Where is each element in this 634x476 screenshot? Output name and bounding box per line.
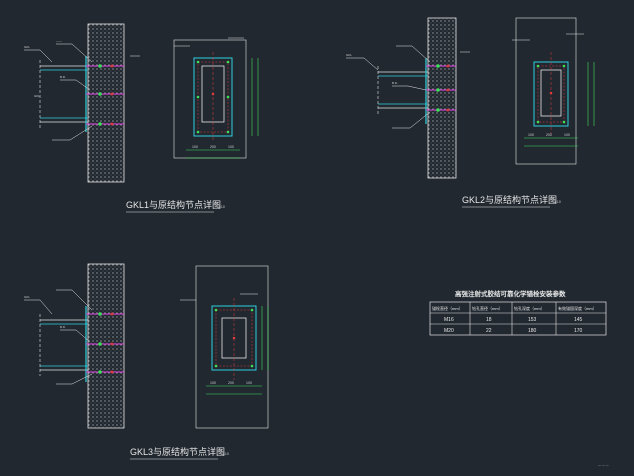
wall-section [87,263,125,429]
detail-title: GKL1与原结构节点详图 [126,199,221,210]
beam-label: GKL [34,94,40,98]
table-header-cell: 有效锚固深度（mm） [558,305,597,311]
svg-text:GKL: GKL [346,53,352,57]
beam-elevation [39,306,88,382]
table-cell: M20 [444,328,454,334]
detail-2: GKL B.D. 100 200 100 GKL2与原结构节点详图 1:10 [346,17,595,208]
anchor-bolts [86,64,124,126]
svg-text:——: —— [56,39,62,43]
svg-text:200: 200 [546,133,552,137]
table-cell: 145 [574,317,583,323]
small-notes: GKL B.D. [24,295,66,329]
svg-text:GKL: GKL [24,295,30,299]
svg-text:100: 100 [564,133,570,137]
detail-title: GKL3与原结构节点详图 [130,446,225,457]
table-cell: 153 [528,317,537,323]
detail-scale: 1:10 [222,452,229,456]
dimension-text: 100 200 100 [210,381,252,385]
detail-scale: 1:10 [554,200,561,204]
corner-mark: — — — [598,463,609,467]
table-cell: M16 [444,317,454,323]
small-notes: GKL B.D. [346,53,398,85]
leader-lines [346,45,470,129]
table-cell: 18 [486,317,492,323]
anchor-bolts [86,312,124,374]
table-header: 锚栓直径（mm） 钻孔直径（mm） 钻孔深度（mm） 有效锚固深度（mm） [432,305,597,311]
svg-text:B.D.: B.D. [60,75,66,79]
wall-section [427,17,457,179]
dimension-text: 100 200 100 [528,133,570,137]
table-row: M16 18 153 145 [444,317,583,323]
svg-text:100: 100 [528,133,534,137]
table-header-cell: 钻孔直径（mm） [472,305,503,311]
dimension-text: 100 200 100 [192,145,234,149]
svg-text:100: 100 [192,145,198,149]
table-cell: 180 [528,328,537,334]
table-cell: 22 [486,328,492,334]
section-view [512,17,595,165]
detail-scale: 1:10 [218,205,225,209]
svg-text:200: 200 [210,145,216,149]
svg-text:B.D.: B.D. [60,325,66,329]
detail-1: GKL —— B.D. GKL 100 200 100 [24,23,259,213]
table-cell: 170 [574,328,583,334]
svg-text:100: 100 [228,145,234,149]
table-header-cell: 锚栓直径（mm） [432,305,463,311]
svg-text:B.D.: B.D. [392,81,398,85]
section-view [173,37,259,159]
table-title: 高强注射式胶结可靠化学锚栓安装参数 [455,289,566,298]
table-row: M20 22 180 170 [444,328,583,334]
svg-text:— — —: — — — [598,463,609,467]
anchor-parameter-table: 高强注射式胶结可靠化学锚栓安装参数 锚栓直径（mm） 钻孔直径（mm） 钻孔深度… [429,289,607,336]
small-notes: GKL —— B.D. [24,39,66,79]
table-header-cell: 钻孔深度（mm） [514,305,545,311]
svg-text:100: 100 [246,381,252,385]
leader-lines [24,43,140,141]
wall-section [87,23,125,183]
beam-elevation [39,56,88,132]
detail-title: GKL2与原结构节点详图 [462,194,557,205]
detail-3: GKL B.D. 100 200 100 GKL3与原结构节点详图 1:10 [24,263,269,460]
svg-text:200: 200 [228,381,234,385]
leader-lines [24,289,93,385]
anchor-bolts [426,64,456,112]
svg-text:GKL: GKL [24,45,30,49]
svg-text:100: 100 [210,381,216,385]
section-view [180,265,269,429]
beam-elevation [377,58,428,124]
